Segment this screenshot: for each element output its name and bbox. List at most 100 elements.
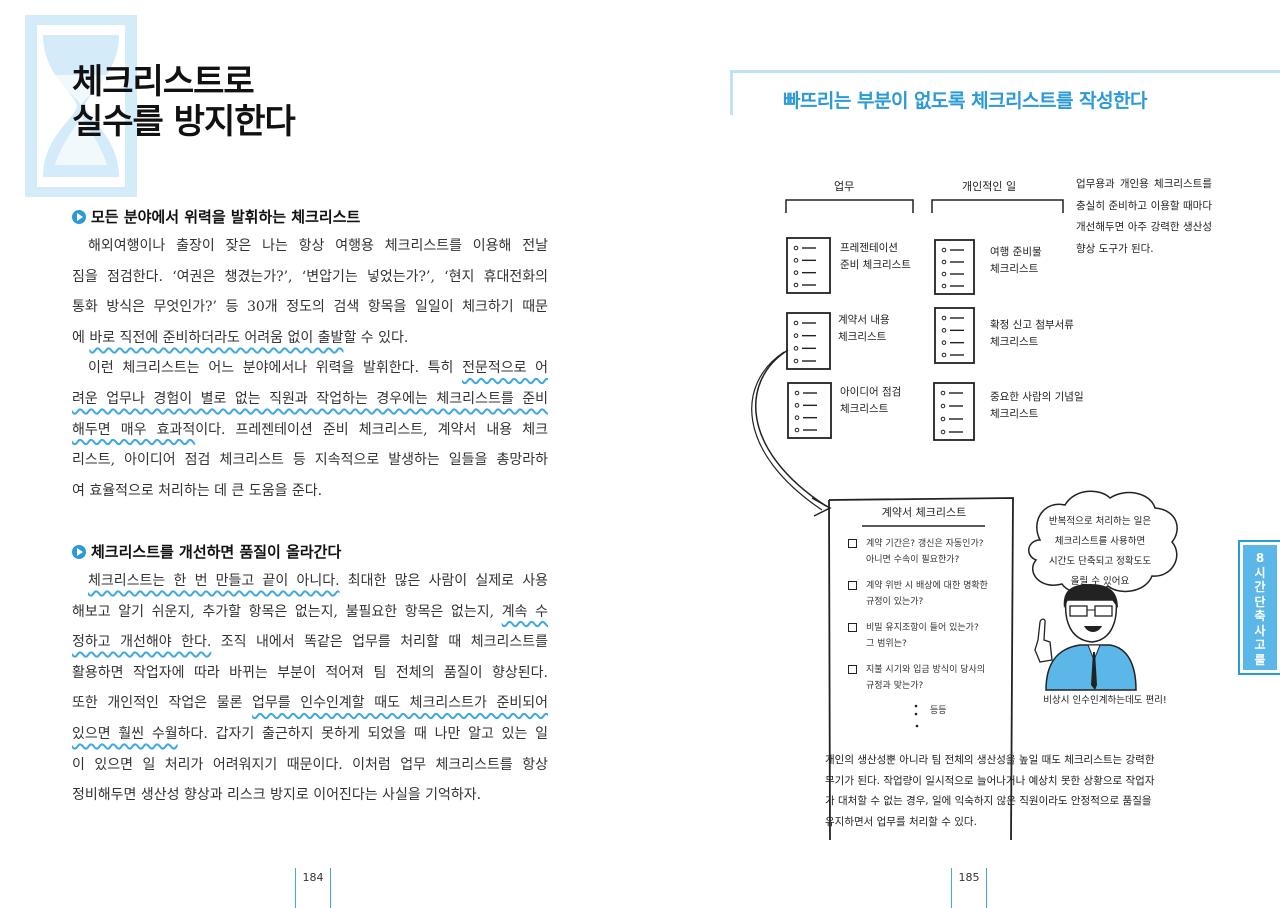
body-text-line: 정하고 개선해야 한다. 조직 내에서 똑같은 업무를 처리할 때 체크리스트를 bbox=[72, 632, 548, 652]
arrow-bullet-icon bbox=[72, 544, 86, 559]
bullet-dot bbox=[941, 247, 947, 253]
body-text-line: 이 있으면 일 처리가 어려워지기 때문이다. 이처럼 업무 체크리스트를 항상 bbox=[72, 755, 548, 775]
checklist-document-icon bbox=[934, 239, 975, 295]
text-segment: 할 수 있다. bbox=[343, 329, 409, 346]
page-number-left: 184 bbox=[295, 868, 331, 908]
section-heading-text: 모든 분야에서 위력을 발휘하는 체크리스트 bbox=[91, 208, 361, 226]
bullet-dot bbox=[794, 415, 800, 420]
section-title: 빠뜨리는 부분이 없도록 체크리스트를 작성한다 bbox=[782, 90, 1148, 112]
bullet-dot bbox=[793, 333, 799, 338]
section-heading: 모든 분야에서 위력을 발휘하는 체크리스트 bbox=[72, 206, 360, 227]
checked-box-icon bbox=[848, 623, 857, 632]
bullet-dot bbox=[941, 315, 947, 321]
highlighted-text: 려운 업무나 경험이 별로 없는 직원과 작업하는 경우에는 체크리스트를 준비 bbox=[72, 391, 548, 407]
bullet-dot bbox=[941, 352, 947, 358]
bullet-dot bbox=[793, 320, 799, 326]
section-header-frame bbox=[730, 70, 1280, 115]
text-segment: 최대한 많은 사람이 실제로 사용 bbox=[339, 573, 548, 589]
chapter-tab-char: 간 bbox=[1254, 580, 1266, 594]
body-text-line: 려운 업무나 경험이 별로 없는 직원과 작업하는 경우에는 체크리스트를 준비 bbox=[72, 389, 548, 409]
speech-bubble bbox=[1028, 490, 1178, 594]
text-segment: 에 bbox=[72, 329, 90, 346]
body-text-line: 해두면 매우 효과적이다. 프레젠테이션 준비 체크리스트, 계약서 내용 체크 bbox=[72, 420, 548, 440]
column-label-personal: 개인적인 일 bbox=[962, 180, 1017, 193]
checked-box-icon bbox=[848, 539, 857, 548]
chapter-tab-char: 8 bbox=[1255, 551, 1265, 565]
text-segment: 이다. 프레젠테이션 준비 체크리스트, 계약서 내용 체크 bbox=[195, 421, 548, 438]
chapter-tab-char: 룰 bbox=[1254, 652, 1266, 667]
checklist-document-icon bbox=[934, 307, 975, 364]
contract-check-item: 비밀 유지조항이 들어 있는가?그 범위는? bbox=[866, 623, 979, 649]
highlighted-text: 해두면 매우 효과적 bbox=[72, 421, 196, 438]
checked-box-icon bbox=[848, 665, 857, 674]
highlighted-text: 바로 직전에 준비하더라도 어려움 없이 출발 bbox=[89, 329, 344, 346]
body-text-line: 정비해두면 생산성 향상과 리스크 방지로 이어진다는 사실을 기억하자. bbox=[72, 785, 548, 805]
person-caption: 비상시 인수인계하는데도 편리! bbox=[1043, 695, 1167, 706]
bullet-dot bbox=[941, 328, 947, 333]
bullet-dot bbox=[793, 258, 799, 263]
checked-box-icon bbox=[848, 581, 857, 590]
highlighted-text: 계속 수 bbox=[501, 603, 548, 620]
body-text-line: 활용하면 작업자에 따라 바뀌는 부분이 적어져 팀 전체의 품질이 향상된다. bbox=[72, 663, 548, 683]
contract-title: 계약서 체크리스트 bbox=[881, 506, 967, 519]
bullet-dot bbox=[793, 270, 799, 275]
text-segment: 이런 체크리스트는 어느 분야에서나 위력을 발휘한다. 특히 bbox=[88, 360, 463, 377]
contract-check-item: 계약 기간은? 갱신은 자동인가?아니면 수속이 필요한가? bbox=[866, 539, 984, 565]
text-segment: 또한 개인적인 작업은 물론 bbox=[72, 695, 253, 712]
highlighted-text: 전문적으로 어 bbox=[462, 360, 548, 377]
body-text-line: 이런 체크리스트는 어느 분야에서나 위력을 발휘한다. 특히 전문적으로 어 bbox=[72, 358, 548, 378]
body-text-line: 짐을 점검한다. ‘여권은 챙겼는가?’, ‘변압기는 넣었는가?’, ‘현지 … bbox=[72, 267, 548, 287]
etc-label: 등등 bbox=[930, 706, 947, 716]
bullet-dot bbox=[794, 390, 800, 396]
chapter-title: 체크리스트로 실수를 방지한다 bbox=[72, 62, 296, 142]
highlighted-text: 정하고 개선해야 한다. bbox=[72, 634, 212, 651]
bullet-dot bbox=[793, 358, 799, 364]
body-text-line: 해외여행이나 출장이 잦은 나는 항상 여행용 체크리스트를 이용해 전날 bbox=[72, 236, 548, 256]
text-segment: 조직 내에서 똑같은 업무를 처리할 때 체크리스트를 bbox=[211, 634, 548, 651]
bullet-dot bbox=[940, 390, 946, 396]
text-segment: 리스트, 아이디어 점검 체크리스트 등 지속적으로 발생하는 일들을 총망라하 bbox=[72, 452, 548, 469]
bullet-dot bbox=[794, 427, 800, 433]
body-text-line: 여 효율적으로 처리하는 데 큰 도움을 준다. bbox=[72, 481, 548, 501]
bullet-dot bbox=[793, 245, 799, 251]
body-text-line: 통화 방식은 무엇인가?’ 등 30개 정도의 검색 항목을 일일이 체크하기 … bbox=[72, 297, 548, 317]
text-segment: 정비해두면 생산성 향상과 리스크 방지로 이어진다는 사실을 기억하자. bbox=[72, 787, 482, 804]
text-segment: 하다. 갑자기 출근하지 못하게 되었을 때 나만 알고 있는 일 bbox=[177, 726, 548, 742]
title-line: 실수를 방지한다 bbox=[72, 102, 296, 142]
text-segment: 활용하면 작업자에 따라 바뀌는 부분이 적어져 팀 전체의 품질이 향상된다. bbox=[72, 664, 548, 681]
bullet-dot bbox=[940, 403, 946, 409]
figure-caption: 개인의 생산성뿐 아니라 팀 전체의 생산성을 높일 때도 체크리스트는 강력한… bbox=[825, 754, 1155, 828]
body-text-line: 리스트, 아이디어 점검 체크리스트 등 지속적으로 발생하는 일들을 총망라하 bbox=[72, 450, 548, 470]
highlighted-text: 업무를 인수인계할 때도 체크리스트가 준비되어 bbox=[252, 695, 549, 712]
body-text-line: 있으면 훨씬 수월하다. 갑자기 출근하지 못하게 되었을 때 나만 알고 있는… bbox=[72, 724, 548, 744]
bullet-dot bbox=[793, 346, 799, 351]
chapter-tab-char: 고 bbox=[1254, 638, 1266, 652]
highlighted-text: 체크리스트는 한 번 만들고 끝이 아니다. bbox=[88, 573, 340, 589]
page-number-right: 185 bbox=[951, 868, 987, 908]
column-label-work: 업무 bbox=[834, 180, 855, 193]
chapter-tab-char: 시 bbox=[1254, 565, 1266, 580]
bullet-dot bbox=[941, 340, 947, 345]
body-text-line: 또한 개인적인 작업은 물론 업무를 인수인계할 때도 체크리스트가 준비되어 bbox=[72, 693, 548, 713]
bullet-dot bbox=[794, 403, 800, 408]
title-line: 체크리스트로 bbox=[72, 62, 255, 102]
bullet-dot bbox=[793, 282, 799, 288]
contract-document bbox=[828, 497, 1014, 841]
bullet-dot bbox=[941, 259, 947, 265]
body-text-line: 체크리스트는 한 번 만들고 끝이 아니다. 최대한 많은 사람이 실제로 사용 bbox=[72, 571, 548, 591]
text-segment: 이 있으면 일 처리가 어려워지기 때문이다. 이처럼 업무 체크리스트를 항상 bbox=[72, 756, 548, 773]
highlighted-text: 있으면 훨씬 수월 bbox=[72, 726, 178, 742]
arrow-icon bbox=[754, 349, 827, 507]
bracket-personal bbox=[931, 199, 1064, 213]
hourglass-icon bbox=[25, 15, 137, 197]
bullet-dot bbox=[941, 271, 947, 277]
